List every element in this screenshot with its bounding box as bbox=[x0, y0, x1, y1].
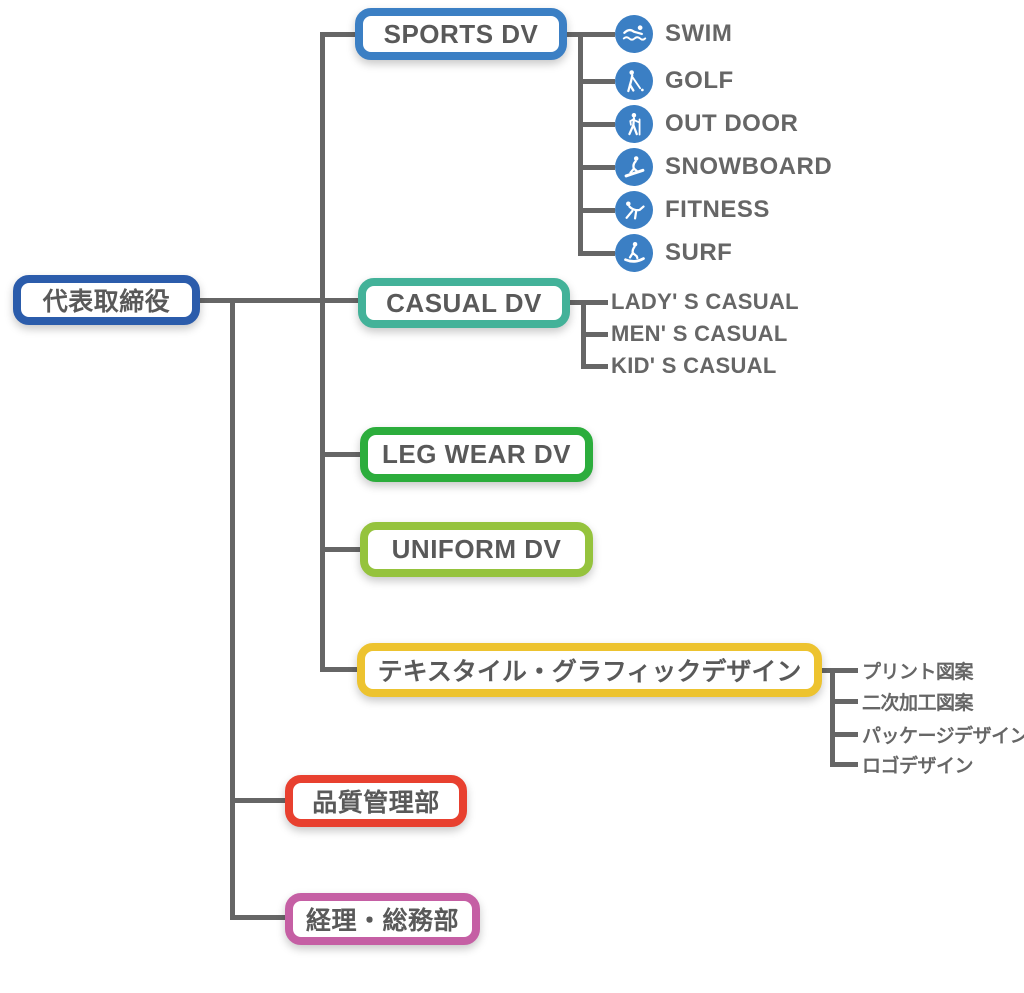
connector bbox=[230, 798, 288, 803]
sport-item-outdoor: OUT DOOR bbox=[615, 105, 798, 143]
connector bbox=[830, 668, 835, 767]
connector bbox=[578, 32, 583, 256]
sport-item-snowboard: SNOWBOARD bbox=[615, 148, 832, 186]
sport-label: SURF bbox=[665, 239, 733, 266]
connector bbox=[320, 667, 360, 672]
node-label: CASUAL DV bbox=[386, 287, 542, 318]
connector bbox=[581, 332, 608, 337]
node-leg-wear-dv: LEG WEAR DV bbox=[360, 427, 593, 482]
node-sports-dv: SPORTS DV bbox=[355, 8, 567, 60]
sport-label: GOLF bbox=[665, 67, 734, 94]
connector bbox=[578, 122, 615, 127]
sport-item-fitness: FITNESS bbox=[615, 191, 770, 229]
node-label: LEG WEAR DV bbox=[382, 439, 571, 469]
fitness-icon bbox=[615, 191, 653, 229]
node-textile-graphic-design: テキスタイル・グラフィックデザイン bbox=[357, 643, 822, 697]
sport-label: SNOWBOARD bbox=[665, 153, 833, 180]
connector bbox=[320, 452, 363, 457]
golf-icon bbox=[615, 62, 653, 100]
outdoor-icon bbox=[615, 105, 653, 143]
connector bbox=[830, 699, 858, 704]
connector bbox=[230, 298, 235, 920]
node-accounting-general-affairs: 経理・総務部 bbox=[285, 893, 480, 945]
connector bbox=[578, 251, 615, 256]
sport-label: SWIM bbox=[665, 20, 733, 47]
connector bbox=[568, 300, 608, 305]
casual-item-mens: MEN' S CASUAL bbox=[611, 321, 788, 346]
sport-label: FITNESS bbox=[665, 196, 770, 223]
connector bbox=[578, 79, 615, 84]
node-casual-dv: CASUAL DV bbox=[358, 278, 570, 328]
casual-item-kids: KID' S CASUAL bbox=[611, 353, 777, 378]
sport-item-golf: GOLF bbox=[615, 62, 734, 100]
connector bbox=[830, 762, 858, 767]
textile-item-print: プリント図案 bbox=[862, 661, 974, 683]
connector bbox=[581, 364, 608, 369]
swim-icon bbox=[615, 15, 653, 53]
node-label: 経理・総務部 bbox=[305, 907, 459, 935]
textile-item-logo-design: ロゴデザイン bbox=[862, 755, 974, 777]
node-representative-director: 代表取締役 bbox=[13, 275, 200, 325]
connector bbox=[320, 547, 363, 552]
connector bbox=[320, 32, 325, 672]
connector bbox=[230, 915, 288, 920]
connector bbox=[578, 165, 615, 170]
sport-item-surf: SURF bbox=[615, 234, 732, 272]
textile-item-secondary-processing: 二次加工図案 bbox=[862, 692, 974, 714]
node-label: UNIFORM DV bbox=[391, 534, 562, 564]
node-label: SPORTS DV bbox=[383, 18, 539, 49]
node-label: 代表取締役 bbox=[42, 288, 171, 316]
connector bbox=[578, 208, 615, 213]
sport-label: OUT DOOR bbox=[665, 110, 799, 137]
textile-item-package-design: パッケージデザイン bbox=[862, 725, 1024, 747]
node-label: テキスタイル・グラフィックデザイン bbox=[377, 658, 802, 686]
connector bbox=[565, 32, 615, 37]
casual-item-ladys: LADY' S CASUAL bbox=[611, 289, 799, 314]
node-uniform-dv: UNIFORM DV bbox=[360, 522, 593, 577]
surf-icon bbox=[615, 234, 653, 272]
connector bbox=[830, 732, 858, 737]
node-quality-control: 品質管理部 bbox=[285, 775, 467, 827]
snowboard-icon bbox=[615, 148, 653, 186]
sport-item-swim: SWIM bbox=[615, 15, 732, 53]
node-label: 品質管理部 bbox=[312, 789, 440, 817]
connector bbox=[320, 32, 358, 37]
connector bbox=[820, 668, 858, 673]
connector bbox=[198, 298, 360, 303]
